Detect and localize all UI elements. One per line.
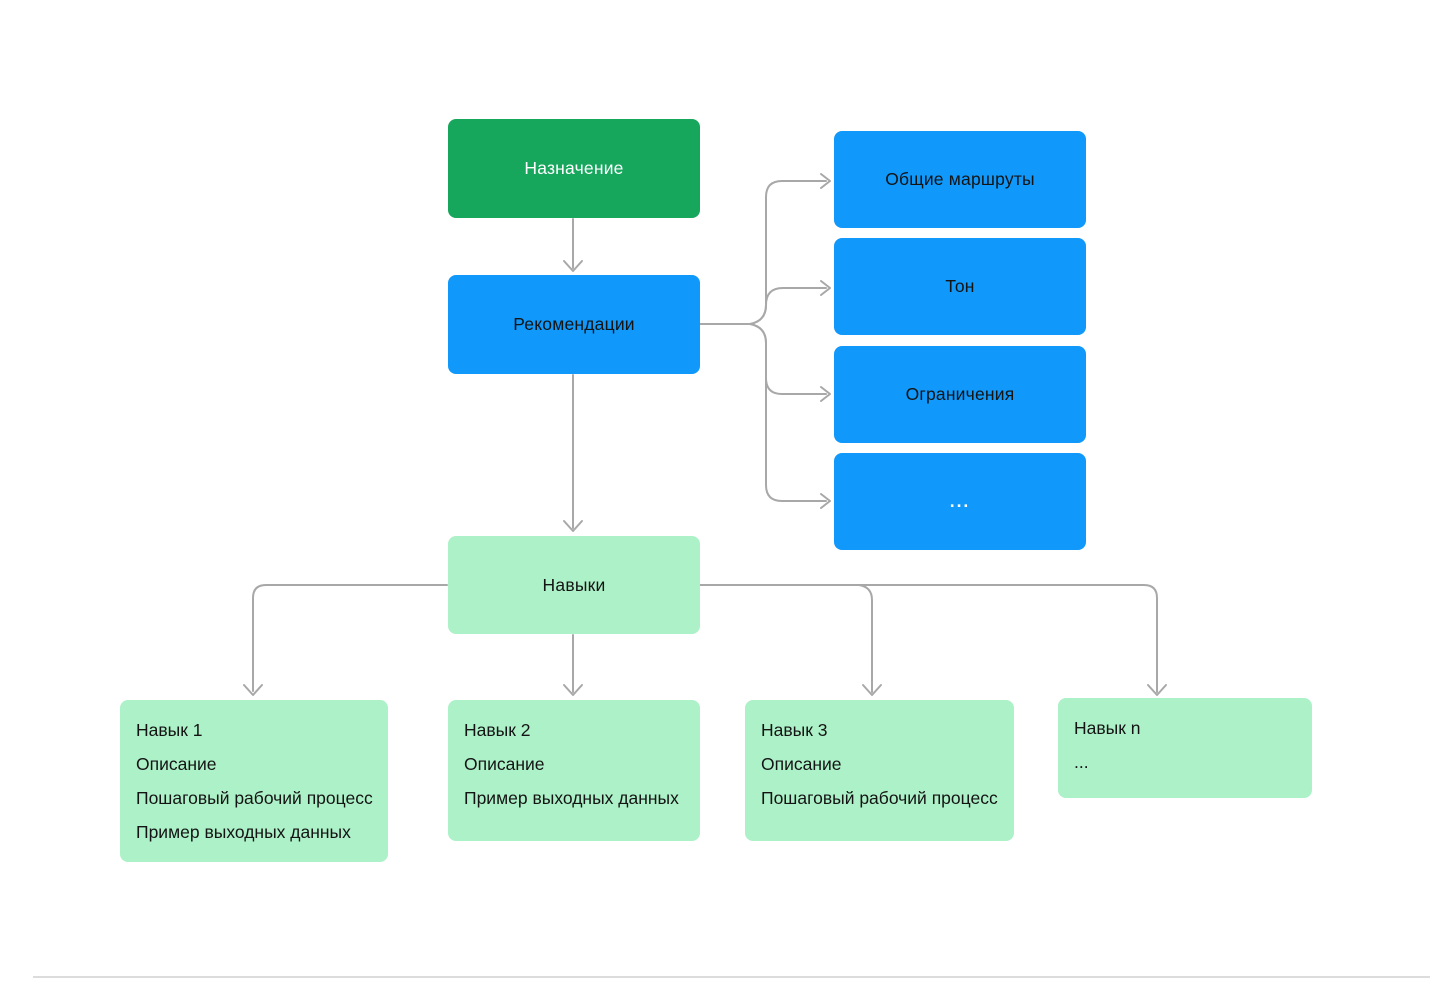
arrow-purpose-to-recommendations [563,218,583,272]
node-recommendations: Рекомендации [448,275,700,374]
arrow-skills-to-skill-n [699,584,1167,696]
arrow-skills-to-skill-2 [563,634,583,696]
bottom-divider [33,976,1430,978]
node-purpose: Назначение [448,119,700,218]
arrow-recommendations-to-skills [563,374,583,532]
node-purpose-label: Назначение [524,158,624,178]
arrow-skills-to-skill-3 [699,584,882,696]
node-guideline-routes: Общие маршруты [834,131,1086,228]
skill-card-n-line: ... [1074,752,1089,772]
node-skills-label: Навыки [542,574,606,595]
skill-card-n: Навык n ... [1058,698,1312,798]
skill-card-3: Навык 3 Описание Пошаговый рабочий проце… [745,700,1014,841]
node-recommendations-label: Рекомендации [513,314,635,334]
node-guideline-constraints: Ограничения [834,346,1086,443]
skill-card-2-line: Пример выходных данных [464,788,679,808]
fork-recommendations-to-guidelines [699,173,831,509]
skill-card-1-line: Пошаговый рабочий процесс [136,788,373,808]
skill-card-3-title: Навык 3 [761,720,828,740]
skill-card-2: Навык 2 Описание Пример выходных данных [448,700,700,841]
node-guideline-ellipsis: ... [834,453,1086,550]
skill-card-3-line: Описание [761,754,842,774]
skill-card-1-title: Навык 1 [136,720,203,740]
skill-card-1-line: Описание [136,754,217,774]
skill-card-2-title: Навык 2 [464,720,531,740]
skill-card-3-line: Пошаговый рабочий процесс [761,788,998,808]
skill-card-2-line: Описание [464,754,545,774]
node-guideline-tone: Тон [834,238,1086,335]
arrow-skills-to-skill-1 [243,584,448,696]
node-guideline-routes-label: Общие маршруты [885,169,1035,189]
skill-card-n-title: Навык n [1074,718,1141,738]
node-guideline-ellipsis-label: ... [949,491,971,511]
skill-card-1: Навык 1 Описание Пошаговый рабочий проце… [120,700,388,862]
node-skills: Навыки [448,536,700,634]
node-guideline-constraints-label: Ограничения [905,384,1015,404]
skill-card-1-line: Пример выходных данных [136,822,351,842]
node-guideline-tone-label: Тон [945,276,975,296]
